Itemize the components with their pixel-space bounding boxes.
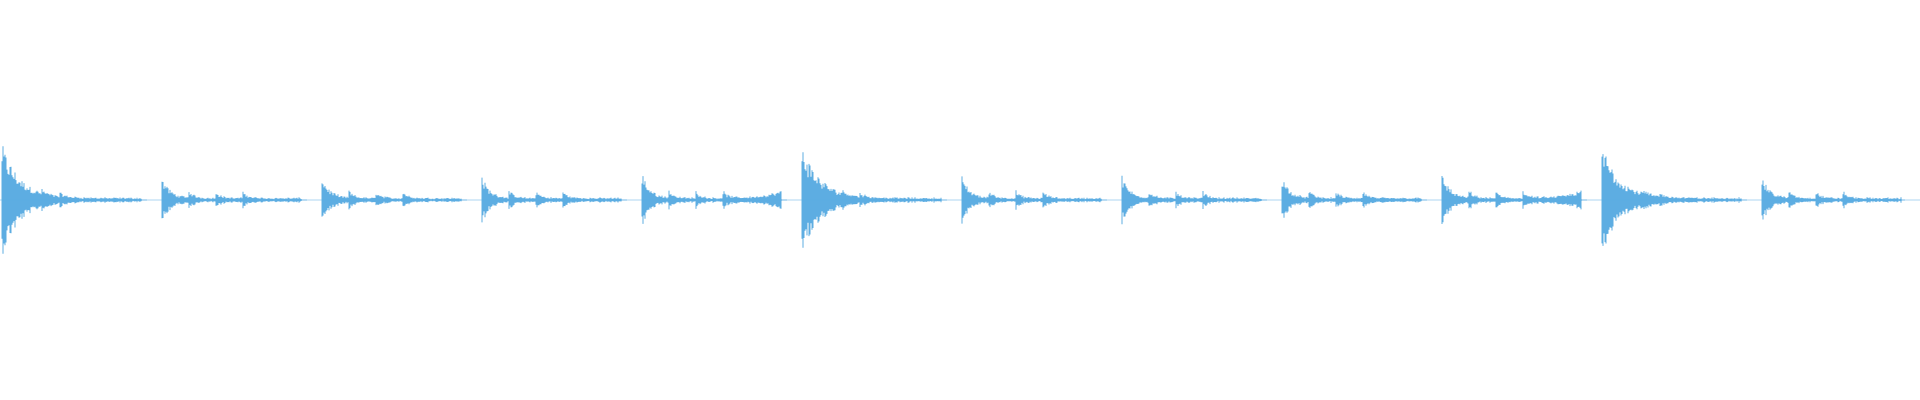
waveform-peaks — [0, 146, 1920, 254]
